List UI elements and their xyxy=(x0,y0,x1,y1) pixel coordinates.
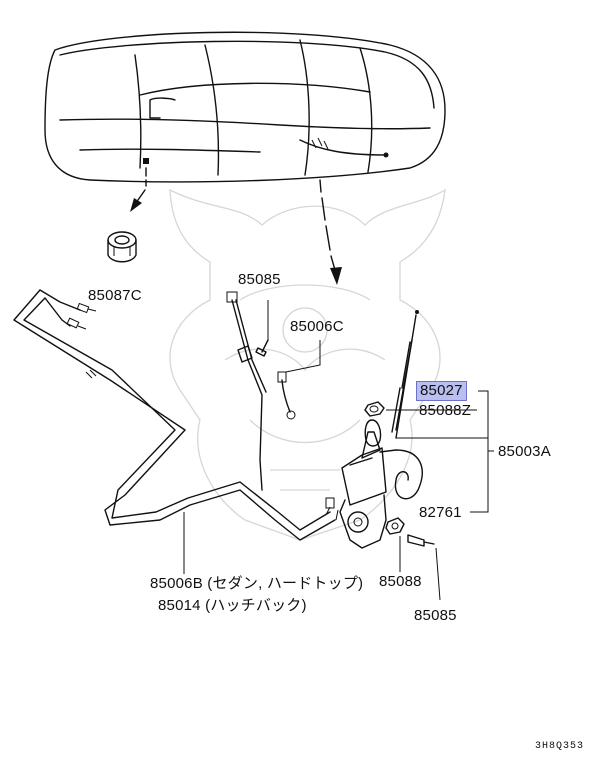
locator-arrows xyxy=(130,167,342,285)
part-label-85006c: 85006C xyxy=(290,318,344,335)
car-outline xyxy=(44,31,446,183)
nut-85088z xyxy=(364,401,385,417)
part-label-85088: 85088 xyxy=(379,573,422,590)
nut-85088 xyxy=(385,517,405,535)
part-label-85087c: 85087C xyxy=(88,287,142,304)
cable-85006c xyxy=(226,291,296,491)
part-label-85006b: 85006B (セダン, ハードトップ) xyxy=(150,575,364,592)
part-label-85085-bottom: 85085 xyxy=(414,607,457,624)
part-label-85014: 85014 (ハッチバック) xyxy=(158,597,307,614)
part-label-85088z: 85088Z xyxy=(419,402,472,419)
bolt-85085-bottom xyxy=(407,534,435,547)
grommet-85087c xyxy=(107,231,137,263)
bolt-85085-top xyxy=(255,339,269,357)
part-label-85085-top: 85085 xyxy=(238,271,281,288)
antenna-cable-85006b xyxy=(13,289,339,541)
diagram-code: 3H8Q353 xyxy=(535,741,585,752)
part-label-85003a: 85003A xyxy=(498,443,551,460)
power-antenna-85003a xyxy=(339,310,423,549)
watermark-emblem xyxy=(169,188,446,541)
leader-lines xyxy=(183,300,494,601)
part-label-85027[interactable]: 85027 xyxy=(416,381,467,401)
part-label-82761: 82761 xyxy=(419,504,462,521)
